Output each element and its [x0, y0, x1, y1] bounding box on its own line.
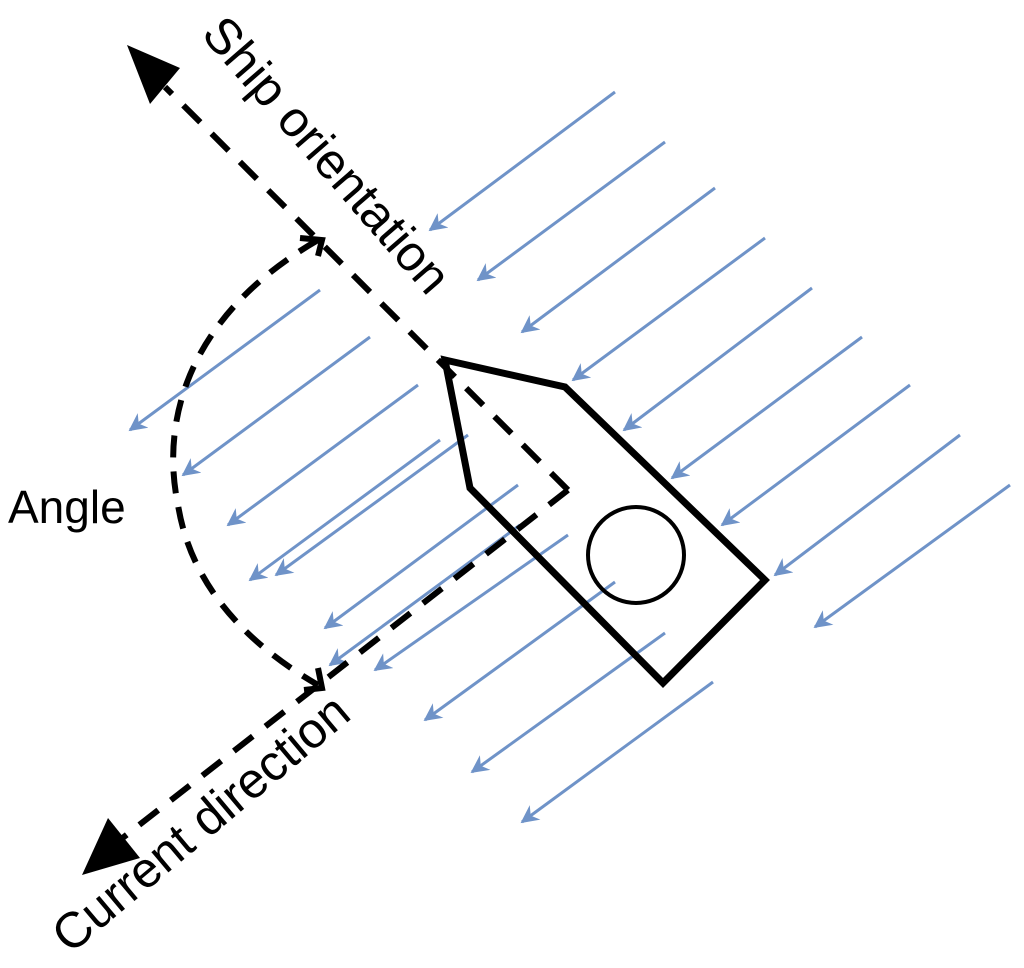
angle-arc-tick-bottom	[303, 667, 326, 693]
current-arrow	[571, 236, 766, 382]
current-arrows	[128, 90, 1011, 824]
current-arrow	[226, 383, 419, 527]
current-direction-label: Current direction	[41, 683, 360, 963]
current-arrow	[128, 288, 321, 432]
angle-arc-tick-top	[299, 235, 326, 257]
ship-orientation-axis	[162, 84, 571, 493]
ship-hull	[440, 355, 770, 688]
current-arrow	[720, 383, 911, 527]
ship-orientation-arrowhead	[127, 45, 180, 104]
current-direction-axis	[118, 487, 570, 843]
current-arrow	[520, 680, 714, 824]
current-arrow	[773, 433, 961, 577]
angle-arc	[170, 237, 320, 688]
current-arrow	[813, 483, 1011, 629]
current-arrow	[328, 523, 521, 667]
current-arrow	[622, 286, 813, 432]
ship-circle	[586, 505, 686, 605]
ship	[440, 355, 770, 688]
current-arrow	[181, 335, 371, 477]
angle-label: Angle	[8, 481, 126, 533]
current-arrow	[274, 433, 469, 577]
current-arrow	[670, 335, 863, 480]
current-arrow	[520, 186, 716, 334]
current-direction-arrowhead	[82, 818, 140, 875]
current-arrow	[428, 90, 616, 232]
current-arrow	[248, 438, 441, 582]
ship-orientation-label: Ship orientation	[192, 5, 462, 304]
current-arrow	[476, 140, 666, 282]
